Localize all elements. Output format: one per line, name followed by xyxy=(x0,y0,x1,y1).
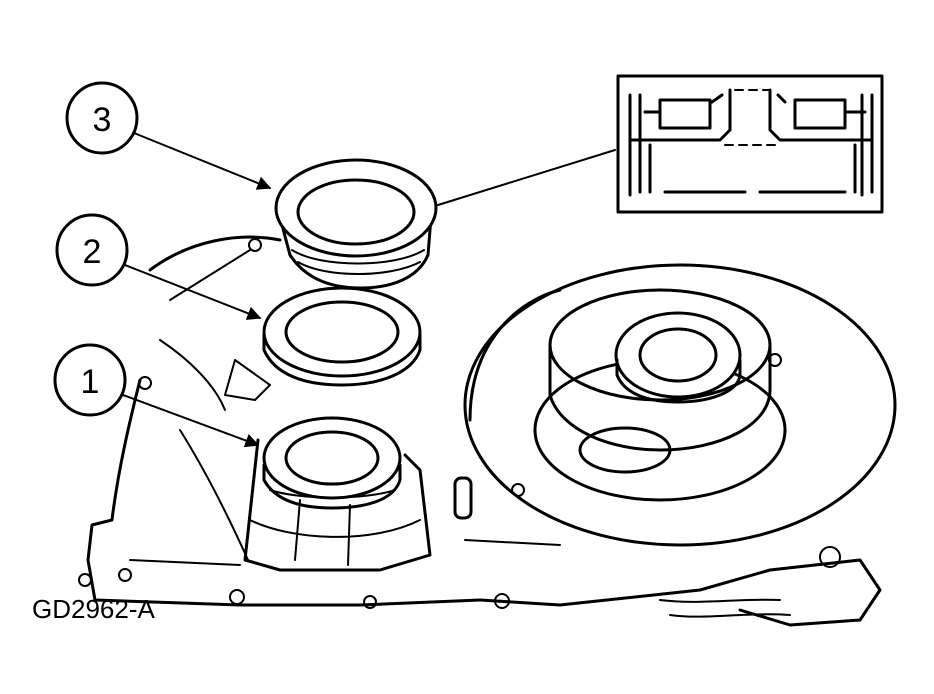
seal-cross-section-inset xyxy=(616,74,884,214)
callout-2: 2 xyxy=(55,213,262,320)
callout-3-label: 3 xyxy=(93,101,112,139)
part-1-seal-bore xyxy=(243,416,432,572)
part-3-oil-seal xyxy=(274,158,438,290)
callout-2-label: 2 xyxy=(83,233,102,271)
inset-leader-line xyxy=(437,149,616,206)
callout-1: 1 xyxy=(53,343,260,448)
transmission-case-housing xyxy=(78,235,882,627)
callout-3: 3 xyxy=(65,81,272,190)
callout-1-label: 1 xyxy=(81,363,100,401)
part-2-seal-ring xyxy=(262,286,422,387)
pump-housing xyxy=(453,263,897,547)
figure-code: GD2962-A xyxy=(32,594,155,624)
